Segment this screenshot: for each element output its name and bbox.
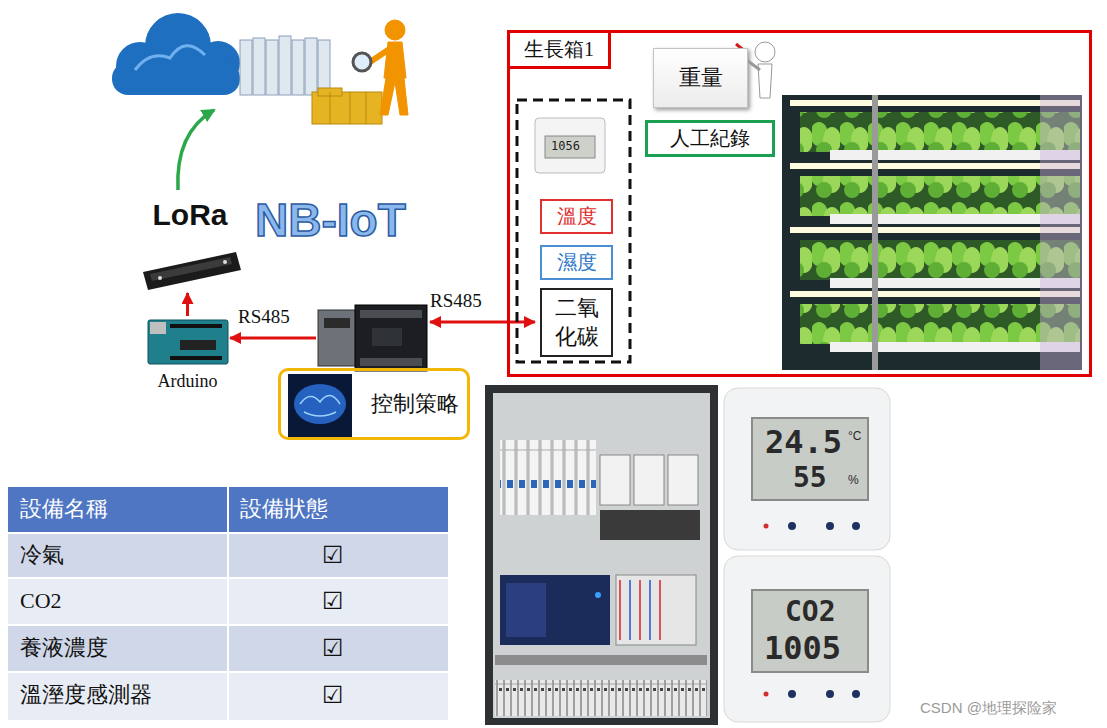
weight-board: 重量: [653, 48, 748, 108]
lcd-reading: 24.5: [765, 424, 842, 461]
check-mark: ☑: [322, 587, 344, 615]
co2-box: 二氧化碳: [540, 288, 613, 357]
humidity-box: 濕度: [540, 245, 613, 280]
bus-label: RS485: [238, 306, 290, 328]
table-cell: 溫溼度感測器: [20, 682, 152, 707]
node-label: 控制策略: [371, 389, 459, 419]
arduino-board: Arduino: [140, 316, 235, 392]
node-label: 人工紀錄: [670, 125, 750, 152]
manual-record-box: 人工紀錄: [645, 120, 775, 157]
lcd-reading: CO2: [785, 596, 836, 628]
table-cell: 養液濃度: [20, 635, 108, 660]
sensor-reading: 1056: [551, 140, 580, 154]
check-mark: ☑: [322, 634, 344, 662]
temperature-box: 溫度: [540, 199, 613, 234]
node-label: LoRa: [153, 198, 228, 232]
protocol-name: NB-IoT: [255, 194, 406, 247]
lcd-unit: °C: [848, 430, 861, 444]
check-mark: ☑: [322, 541, 344, 569]
bus-label: RS485: [430, 290, 482, 312]
table-header: 設備狀態: [240, 496, 328, 521]
node-label: Arduino: [158, 372, 218, 392]
table-header: 設備名稱: [20, 496, 108, 521]
watermark: CSDN @地理探险家: [920, 699, 1057, 716]
control-strategy-box: 控制策略: [278, 368, 470, 440]
node-label: 濕度: [557, 249, 597, 276]
lora-module: LoRa: [135, 198, 245, 293]
node-label: 生長箱1: [507, 30, 611, 69]
table-cell: CO2: [20, 588, 62, 613]
growth-box: 生長箱1 重量人工紀錄溫度濕度二氧化碳: [507, 30, 1092, 377]
arrow-connector: [186, 293, 189, 316]
check-mark: ☑: [322, 681, 344, 709]
node-label: 二氧化碳: [553, 294, 599, 351]
node-label: 重量: [679, 63, 723, 93]
table-cell: 冷氣: [20, 542, 64, 567]
node-label: 溫度: [557, 203, 597, 230]
lcd-unit: %: [848, 474, 859, 488]
lcd-reading: 1005: [764, 630, 841, 667]
lcd-reading: 55: [793, 462, 827, 494]
